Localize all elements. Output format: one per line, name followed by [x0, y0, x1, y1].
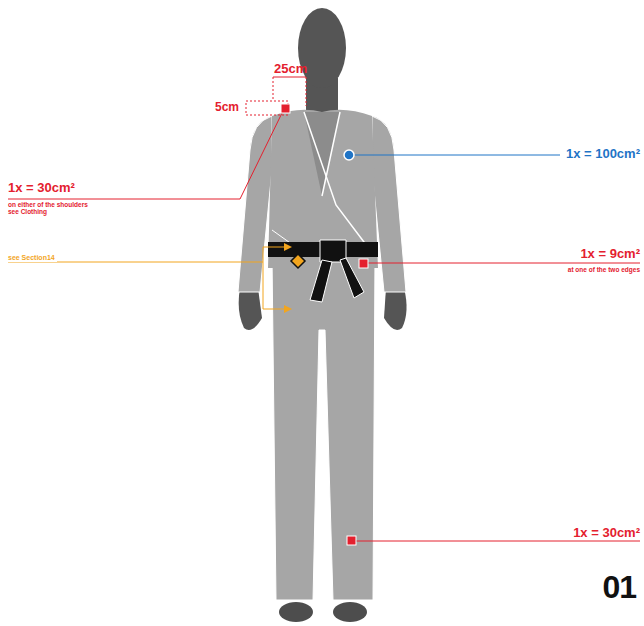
dimension-label: 25cm [274, 62, 307, 76]
trouser-mark [347, 536, 356, 545]
page-number: 01 [599, 570, 636, 605]
area-label: 1x = 30cm² [570, 526, 640, 540]
note: see Section14 [8, 254, 57, 262]
area-label: 1x = 100cm² [563, 147, 640, 161]
shoulder-mark [281, 104, 290, 113]
area-label: 1x = 9cm² [577, 247, 640, 261]
belt-mark [359, 259, 368, 268]
arrowhead [284, 305, 292, 313]
leader-line [354, 155, 560, 156]
chest-mark [344, 150, 354, 160]
arrowhead [284, 243, 292, 251]
area-label: 1x = 30cm² [8, 181, 75, 195]
note: at one of the two edges [565, 266, 640, 273]
note: on either of the shoulders see Clothing [8, 201, 102, 215]
section14-callout [8, 247, 288, 309]
dimension-label: 5cm [215, 101, 239, 114]
leader-line [356, 541, 640, 542]
section14-mark [291, 254, 305, 268]
shoulder-callout [8, 77, 306, 199]
leader-line [368, 263, 640, 264]
figure [238, 8, 407, 622]
